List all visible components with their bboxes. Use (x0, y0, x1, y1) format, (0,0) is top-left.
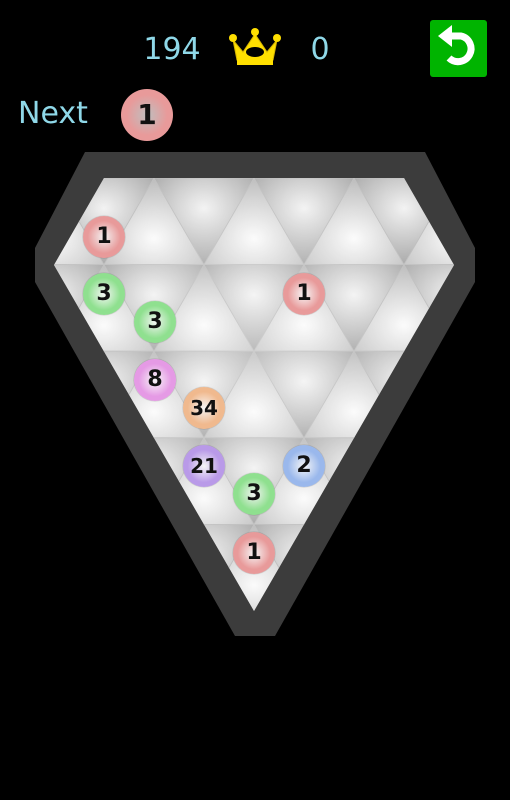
board-tile[interactable] (403, 523, 504, 611)
board-tile[interactable] (504, 178, 510, 265)
board-tile[interactable] (403, 437, 504, 526)
board-tile[interactable] (453, 524, 510, 611)
ball-3[interactable]: 3 (83, 273, 125, 315)
board-tile[interactable] (453, 350, 510, 439)
ball-1[interactable]: 1 (233, 532, 275, 574)
ball-1[interactable]: 1 (83, 216, 125, 258)
next-ball: 1 (121, 89, 173, 141)
current-score: 194 (143, 32, 201, 67)
board-tile[interactable] (504, 351, 510, 438)
undo-button[interactable] (430, 20, 487, 77)
ball-3[interactable]: 3 (134, 301, 176, 343)
ball-34[interactable]: 34 (183, 387, 225, 429)
ball-1[interactable]: 1 (283, 273, 325, 315)
crown-icon (227, 26, 283, 68)
board-glow (54, 178, 454, 611)
board-tile[interactable] (504, 524, 510, 611)
ball-8[interactable]: 8 (134, 359, 176, 401)
next-label: Next (18, 96, 88, 131)
ball-21[interactable]: 21 (183, 445, 225, 487)
ball-3[interactable]: 3 (233, 473, 275, 515)
undo-icon (430, 20, 487, 77)
board-tile[interactable] (453, 437, 510, 525)
board-tile[interactable] (353, 524, 454, 611)
ball-2[interactable]: 2 (283, 445, 325, 487)
best-score: 0 (310, 32, 330, 67)
